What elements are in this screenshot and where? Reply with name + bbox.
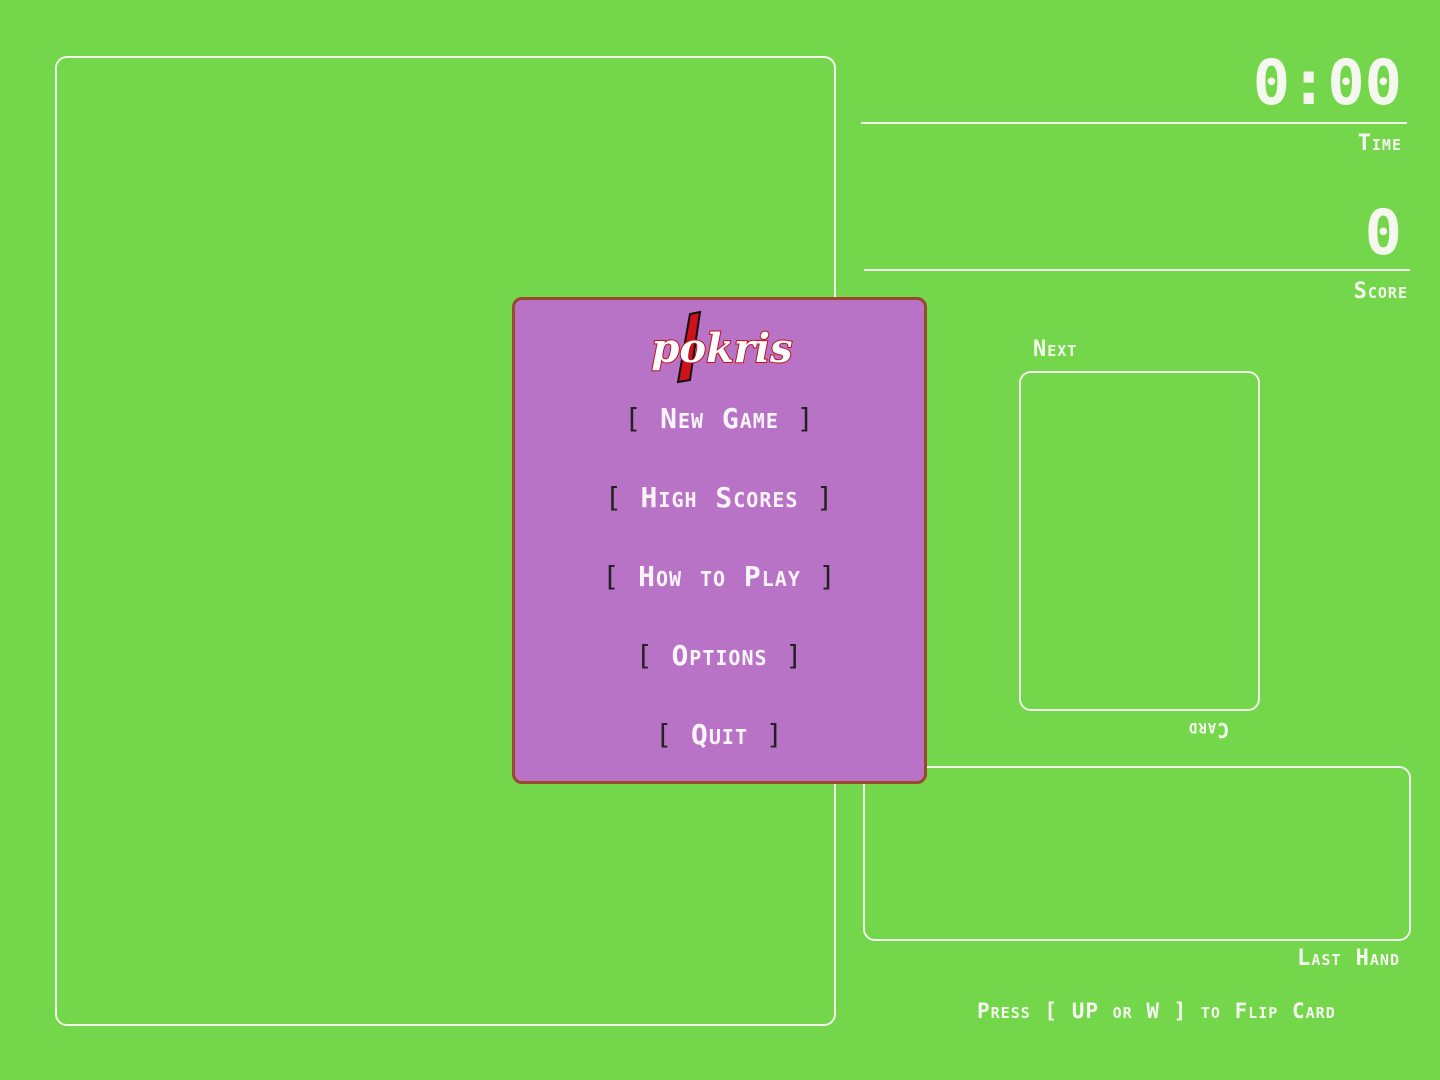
menu-options-label: Options (671, 639, 768, 672)
score-divider (864, 269, 1410, 271)
svg-text:pokris: pokris (651, 325, 792, 372)
score-value: 0 (1364, 196, 1402, 269)
logo-graphic: pokris (650, 310, 793, 384)
time-divider (861, 122, 1407, 124)
menu-quit-label: Quit (691, 718, 748, 751)
menu-how-to-play[interactable]: [ How to Play ] (602, 560, 837, 593)
time-label: Time (1357, 131, 1402, 156)
menu-how-to-play-label: How to Play (638, 560, 801, 593)
menu-options[interactable]: [ Options ] (635, 639, 804, 672)
menu-new-game-label: New Game (660, 402, 779, 435)
pokris-logo: pokris (515, 310, 924, 394)
next-card-slot (1019, 371, 1260, 711)
time-value: 0:00 (1252, 46, 1402, 119)
menu-quit[interactable]: [ Quit ] (655, 718, 784, 751)
menu-new-game[interactable]: [ New Game ] (624, 402, 815, 435)
menu-high-scores[interactable]: [ High Scores ] (604, 481, 835, 514)
menu-high-scores-label: High Scores (640, 481, 799, 514)
last-hand-slot (863, 766, 1411, 941)
card-label-flipped: Card (1188, 718, 1230, 742)
next-label: Next (1033, 337, 1078, 362)
last-hand-label: Last Hand (1297, 946, 1400, 971)
main-menu: pokris [ New Game ] [ High Scores ] [ Ho… (512, 297, 927, 784)
score-label: Score (1353, 279, 1408, 304)
flip-card-hint: Press [ UP or W ] to Flip Card (977, 999, 1336, 1023)
